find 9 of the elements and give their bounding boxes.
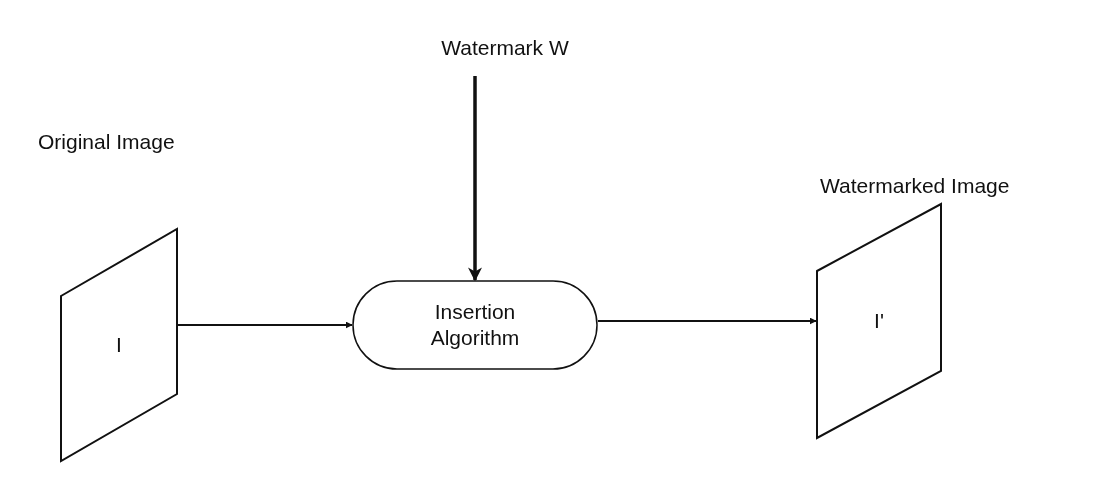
node-label: I' <box>874 307 884 334</box>
node-label: I <box>116 331 122 358</box>
arrow <box>597 317 817 325</box>
label-text: Watermark W <box>441 34 569 61</box>
node-label: Insertion Algorithm <box>429 298 521 351</box>
arrow <box>468 76 482 282</box>
caption-text: Original Image <box>38 130 175 154</box>
caption-text: Watermarked Image <box>820 174 1010 198</box>
arrow <box>177 321 353 329</box>
